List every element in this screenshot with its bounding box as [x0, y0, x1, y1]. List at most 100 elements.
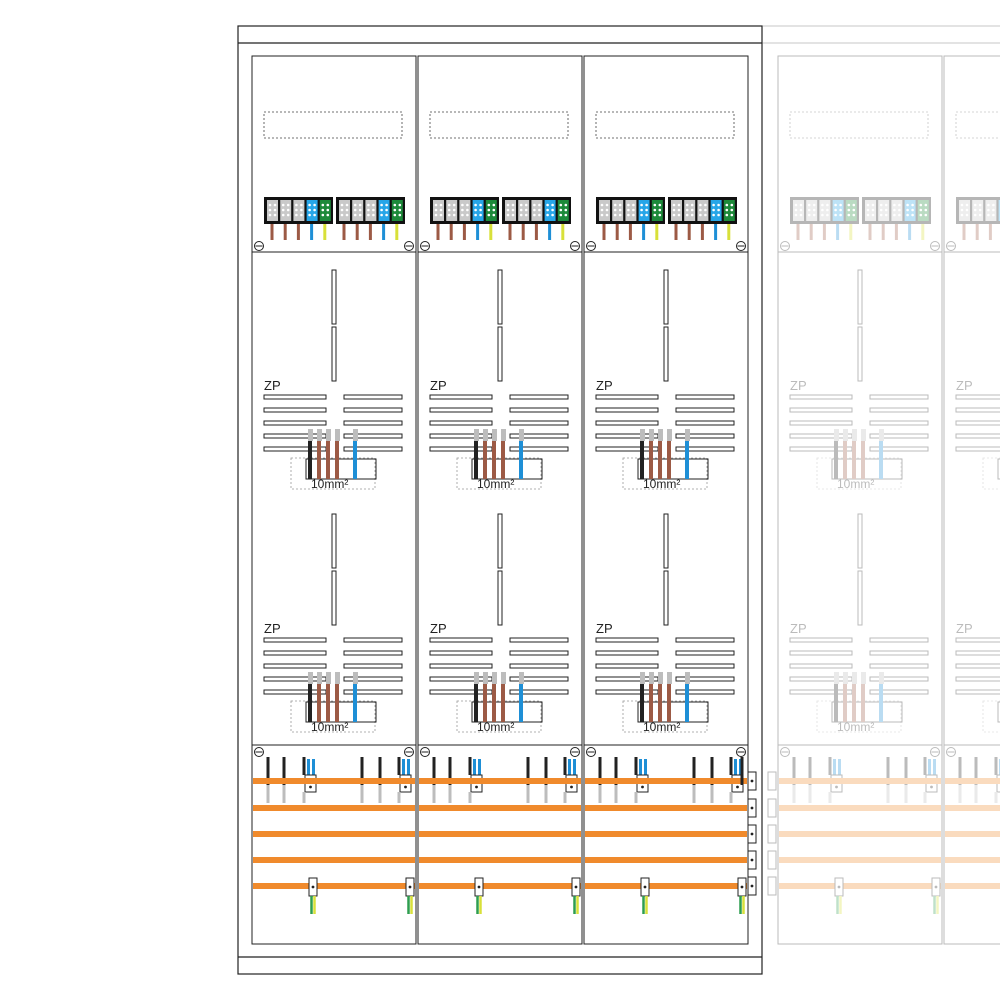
meter-mount-slot	[663, 326, 669, 382]
terminal-screw	[965, 203, 969, 207]
terminal-screw	[852, 213, 856, 217]
cabinet-outer-frame	[237, 25, 763, 975]
terminal-cap	[667, 672, 672, 684]
meter-rail	[789, 407, 853, 413]
terminal-screw	[286, 213, 290, 217]
main-terminal-body	[305, 458, 377, 480]
terminal-cell	[446, 200, 458, 221]
terminal-screw	[640, 213, 643, 217]
terminal-screw	[479, 213, 482, 217]
meter-rail	[509, 650, 569, 656]
terminal-screw	[268, 213, 272, 217]
meter-zone-label: ZP	[430, 378, 447, 393]
meter-rail	[263, 420, 327, 426]
terminal-screw	[834, 203, 837, 207]
meter-rail	[869, 676, 929, 682]
meter-zone-label: ZP	[596, 378, 613, 393]
terminal-cell	[339, 200, 350, 221]
terminal-cell	[819, 200, 831, 221]
mounting-screw-icon	[254, 241, 264, 251]
clamp-body	[996, 774, 1000, 793]
meter-rail	[343, 407, 403, 413]
meter-rail	[955, 650, 1000, 656]
meter-rail	[595, 407, 659, 413]
terminal-cell	[671, 200, 682, 221]
terminal-dotted-outline	[816, 700, 902, 733]
meter-rail	[263, 689, 327, 695]
terminal-screw	[600, 203, 604, 207]
busbar	[419, 883, 581, 889]
terminal-screw	[871, 203, 875, 207]
terminal-screw	[730, 203, 734, 207]
clamp-wire-blue	[639, 759, 642, 775]
terminal-screw	[677, 213, 681, 217]
terminal-screw	[340, 213, 344, 217]
terminal-screw	[524, 208, 528, 212]
terminal-screw	[807, 213, 811, 217]
terminal-cap	[353, 429, 358, 441]
terminal-screw	[704, 208, 707, 212]
meter-rail	[263, 433, 327, 439]
terminal-screw	[524, 213, 528, 217]
terminal-block	[336, 197, 405, 240]
terminal-screw	[345, 208, 349, 212]
terminal-screw	[300, 203, 303, 207]
terminal-cap	[834, 429, 839, 441]
meter-zone-label: ZP	[596, 621, 613, 636]
meter-rail	[595, 676, 659, 682]
terminal-screw	[821, 203, 824, 207]
pe-clamp	[834, 877, 844, 914]
terminal-screw	[487, 203, 491, 207]
terminal-cell	[985, 200, 997, 221]
terminal-cap	[483, 429, 488, 441]
meter-rail	[869, 650, 929, 656]
terminal-screw	[538, 203, 541, 207]
terminal-screw	[627, 203, 630, 207]
meter-rail	[509, 394, 569, 400]
terminal-screw	[308, 203, 311, 207]
clamp-wire-blue	[407, 759, 410, 775]
terminal-screw	[393, 213, 397, 217]
terminal-block	[502, 197, 571, 240]
terminal-screw	[699, 208, 702, 212]
meter-rail	[675, 650, 735, 656]
screw-head	[780, 241, 790, 251]
cross-section-label: 10mm²	[643, 477, 680, 491]
terminal-screw	[286, 203, 290, 207]
terminal-block-body	[956, 197, 1000, 224]
meter-rail	[675, 446, 735, 452]
terminal-screw	[353, 213, 357, 217]
terminal-screw	[839, 213, 842, 217]
terminal-dotted-outline	[456, 457, 542, 490]
pe-clamp-screw	[740, 885, 744, 889]
terminal-cap	[649, 672, 654, 684]
terminal-screw	[893, 208, 896, 212]
busbar	[779, 778, 941, 784]
terminal-screw	[799, 213, 803, 217]
meter-rail	[595, 446, 659, 452]
terminal-screw	[492, 213, 496, 217]
terminal-screw	[645, 208, 648, 212]
terminal-cell	[267, 200, 278, 221]
meter-zone-label: ZP	[956, 621, 973, 636]
pe-clamp-screw	[408, 885, 412, 889]
terminal-screw	[821, 213, 824, 217]
terminal-screw	[725, 213, 729, 217]
terminal-screw	[295, 213, 298, 217]
clamp-wire-blue	[573, 759, 576, 775]
pe-clamp	[474, 877, 484, 914]
terminal-screw	[511, 213, 515, 217]
meter-zone: ZP 10mm²	[595, 269, 735, 491]
cross-section-label: 10mm²	[477, 720, 514, 734]
terminal-screw	[506, 213, 510, 217]
terminal-screw	[879, 208, 883, 212]
terminal-cell	[306, 200, 318, 221]
meter-rail	[343, 420, 403, 426]
terminal-cell	[806, 200, 818, 221]
terminal-screw	[973, 208, 977, 212]
main-terminal-body	[305, 701, 377, 723]
